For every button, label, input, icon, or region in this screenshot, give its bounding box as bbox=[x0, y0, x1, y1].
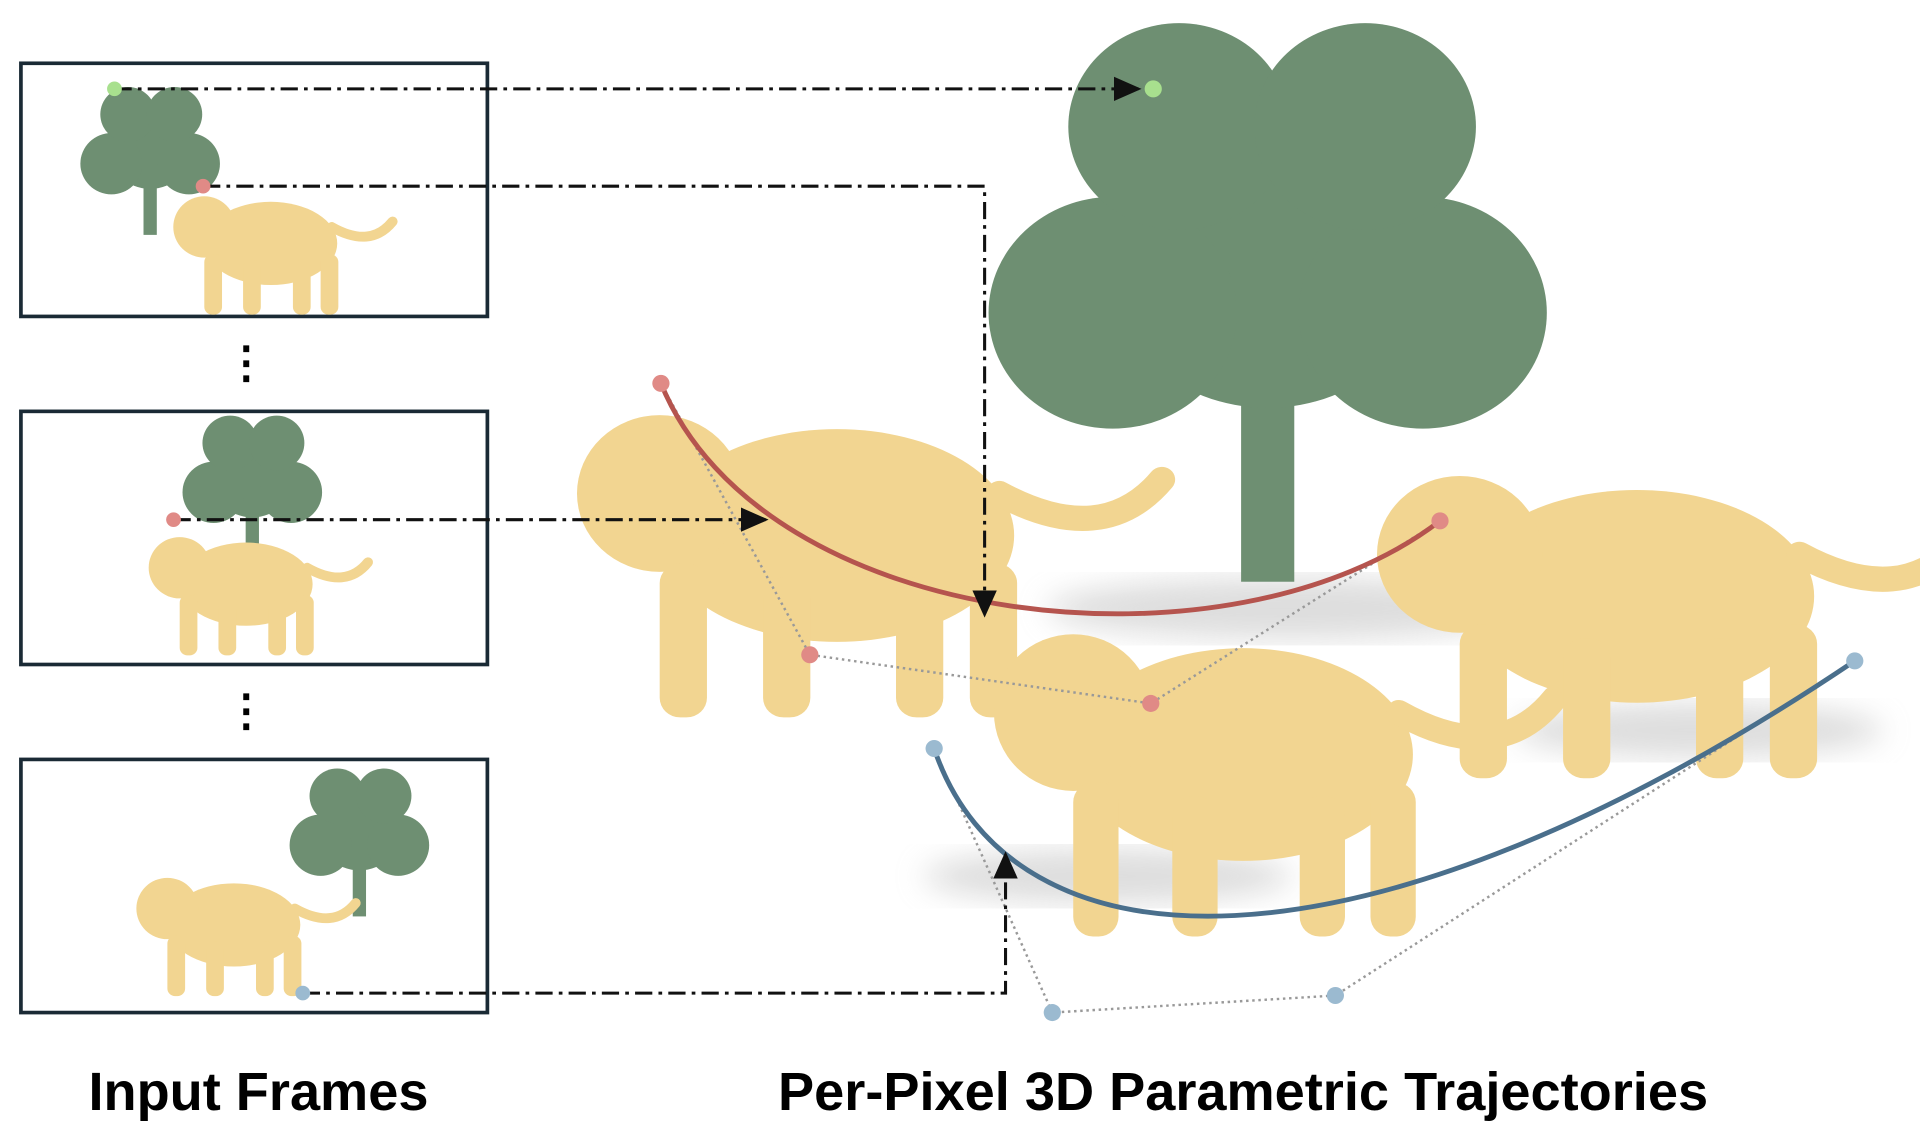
green-point bbox=[1144, 80, 1162, 98]
red-control-polygon bbox=[659, 382, 1441, 705]
blue-point bbox=[295, 985, 311, 1001]
red-point bbox=[1142, 694, 1160, 712]
blue-trajectory bbox=[931, 658, 1857, 919]
scene-3d bbox=[577, 23, 1920, 936]
blue-point bbox=[1846, 652, 1864, 670]
ellipsis-1: ⋮ bbox=[224, 338, 268, 387]
blue-point bbox=[1326, 987, 1344, 1005]
red-point bbox=[801, 646, 819, 664]
ellipsis-2: ⋮ bbox=[224, 687, 268, 736]
input-frame-2 bbox=[19, 409, 490, 667]
red-point bbox=[166, 512, 181, 527]
trajectories-label: Per-Pixel 3D Parametric Trajectories bbox=[778, 1062, 1708, 1122]
input-frames-label: Input Frames bbox=[88, 1062, 428, 1122]
green-point bbox=[107, 81, 122, 97]
arrow-red-frame1 bbox=[203, 184, 997, 618]
tracked-points bbox=[107, 80, 1864, 1022]
red-trajectory bbox=[658, 382, 1442, 617]
blue-point bbox=[1043, 1004, 1061, 1022]
red-point bbox=[1431, 512, 1449, 530]
input-frame-1 bbox=[19, 61, 490, 316]
red-point bbox=[195, 178, 211, 194]
input-frame-3 bbox=[19, 757, 490, 1015]
arrow-blue-frame3 bbox=[302, 851, 1018, 995]
red-point bbox=[652, 374, 670, 392]
blue-point bbox=[925, 739, 943, 757]
